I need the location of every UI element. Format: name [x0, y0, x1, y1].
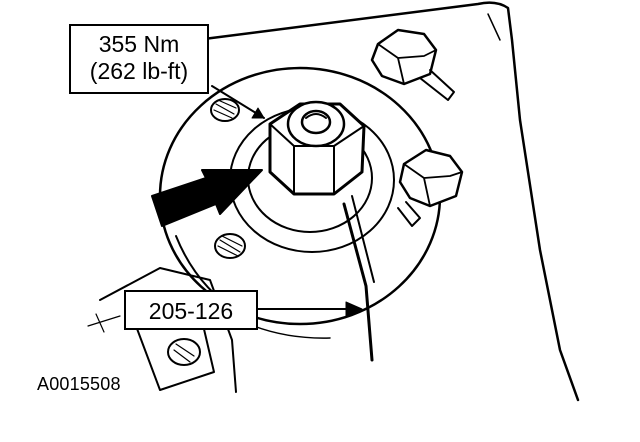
direction-arrow	[151, 169, 263, 227]
lower-bracket	[87, 267, 237, 393]
torque-leader-line	[211, 85, 265, 119]
special-tool-number: 205-126	[148, 298, 234, 324]
frame-plate	[194, 1, 580, 402]
mounting-bolt-lower	[397, 148, 464, 227]
figure-id: A0015508	[37, 374, 121, 394]
special-tool-callout: 205-126	[124, 290, 258, 330]
strut-nut	[268, 100, 366, 196]
torque-spec-callout: 355 Nm (262 lb-ft)	[69, 24, 209, 94]
mounting-bolt-upper	[370, 28, 455, 101]
tool-shaft	[342, 195, 375, 362]
torque-imperial: (262 lb-ft)	[89, 58, 189, 85]
threaded-hole-upper	[210, 98, 240, 122]
tool-leader-line	[257, 301, 363, 317]
threaded-hole-lower	[214, 233, 246, 259]
torque-metric: 355 Nm	[98, 31, 180, 57]
